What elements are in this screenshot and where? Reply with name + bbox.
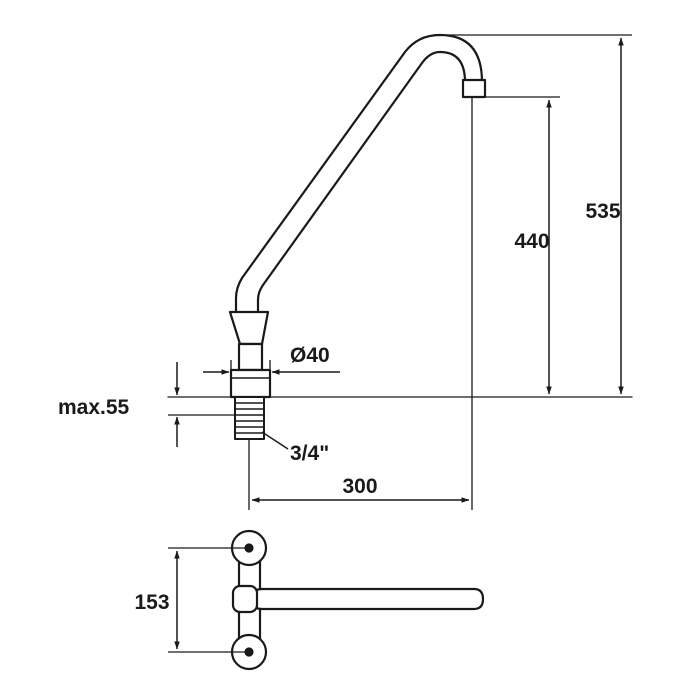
spout-tube-outer [234,33,484,314]
threaded-shank [234,396,265,440]
upper-mount-screw [244,543,254,553]
label-thread: 3/4" [290,442,329,465]
swivel-hub [231,584,259,614]
faucet-stem [237,342,264,372]
lower-mount-screw [244,647,254,657]
dimension-lines [168,34,632,510]
mounting-base [229,368,272,399]
label-max-thickness: max.55 [58,396,130,419]
spout-top-view [250,587,485,611]
thread-lines [234,402,265,434]
label-height-total: 535 [585,200,620,223]
dimension-153 [168,547,245,653]
label-diameter: Ø40 [290,344,330,367]
label-mount-spacing: 153 [134,591,169,614]
faucet-body-collar [228,310,270,346]
spout-outlet [461,78,487,99]
label-height-outlet: 440 [514,230,549,253]
label-reach: 300 [342,475,377,498]
side-view [167,33,633,440]
thread-leader-line [261,431,289,450]
top-view [230,529,485,671]
spout-tube-inner [256,50,467,314]
